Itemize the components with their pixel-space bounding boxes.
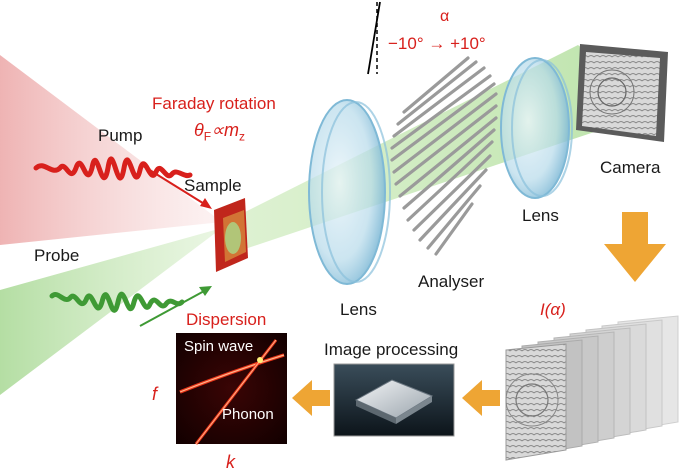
probe-label: Probe (34, 246, 80, 265)
analyser-grating (390, 56, 498, 256)
camera (576, 44, 668, 142)
pump-wave (33, 156, 193, 181)
spin-wave-label: Spin wave (184, 338, 254, 355)
dispersion-label: Dispersion (186, 310, 267, 329)
probe-arrowhead (199, 286, 212, 296)
pump-arrow (139, 163, 207, 206)
sample (214, 198, 248, 272)
pump-label: Pump (98, 126, 143, 145)
arrow-to-processing (462, 380, 500, 416)
pump-arrowhead (200, 198, 212, 209)
camera-label: Camera (600, 158, 661, 177)
lens-right-edge (511, 59, 573, 197)
image-stack (505, 315, 679, 461)
arrow-to-dispersion (292, 380, 330, 416)
analyser-label: Analyser (418, 272, 485, 291)
probe-beam (0, 228, 222, 395)
faraday-theta: θ (194, 120, 204, 140)
phonon-label: Phonon (222, 406, 274, 423)
probe-wave (49, 291, 185, 313)
lens-left-edge (321, 101, 391, 283)
alpha-symbol: α (440, 8, 450, 25)
dispersion-plot (176, 333, 287, 445)
faraday-prop-m: ∝m (211, 120, 239, 140)
lens-left (308, 99, 386, 285)
alpha-rotated-line (367, 1, 381, 75)
faraday-formula: θF∝mz (194, 120, 245, 144)
probe-arrow (139, 289, 207, 327)
down-arrow (604, 212, 666, 282)
axis-k-label: k (226, 452, 235, 472)
lens-right (500, 57, 570, 199)
lens-left-label: Lens (340, 300, 377, 319)
lens-right-label: Lens (522, 206, 559, 225)
image-processing-box (333, 363, 455, 437)
sample-label: Sample (184, 176, 242, 195)
faraday-sub-z: z (238, 129, 245, 144)
faraday-sub-f: F (203, 129, 212, 144)
alpha-range: −10° → +10° (388, 34, 486, 53)
intensity-label: I(α) (540, 300, 566, 319)
image-processing-label: Image processing (324, 340, 459, 359)
pump-beam (0, 55, 222, 245)
faraday-rotation-title: Faraday rotation (152, 94, 276, 113)
axis-f-label: f (152, 384, 158, 404)
